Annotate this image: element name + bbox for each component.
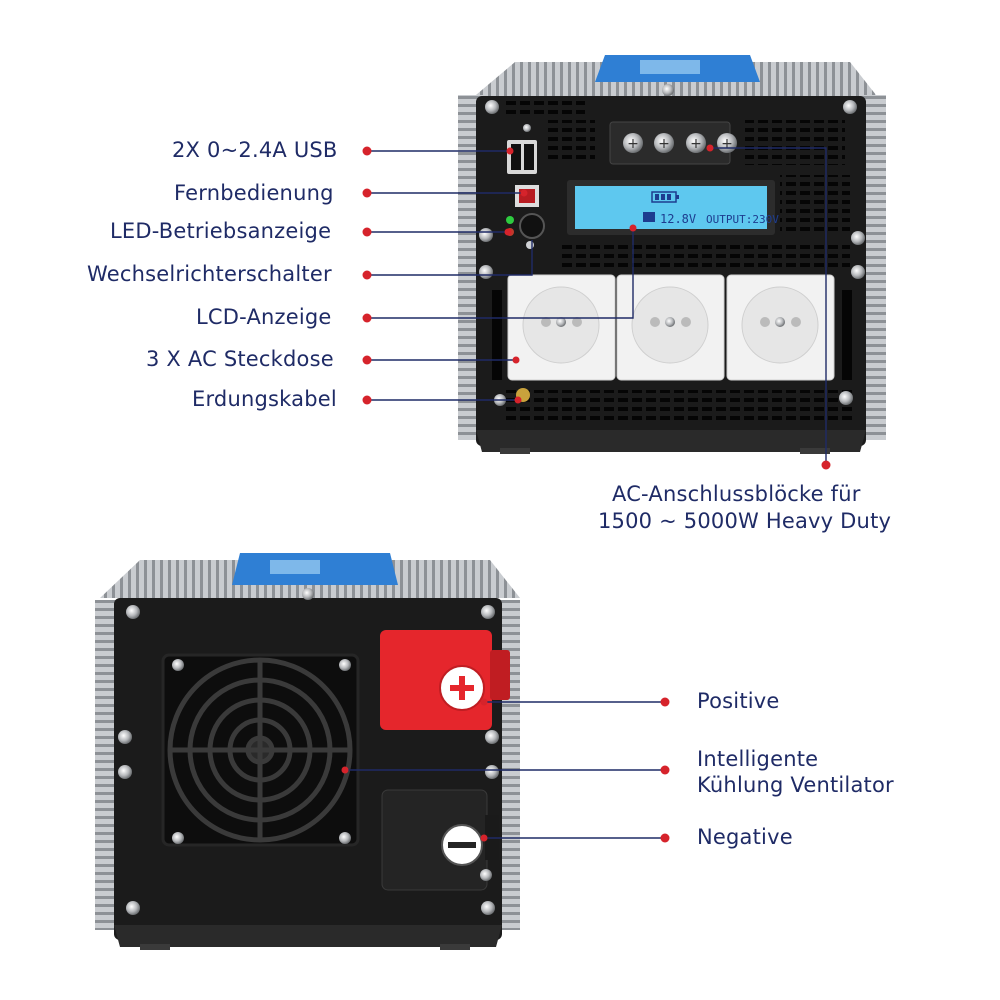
callout-terminal-line2: 1500 ~ 5000W Heavy Duty: [598, 509, 892, 533]
lcd-display: 12.8V OUTPUT:230V: [567, 180, 779, 235]
front-leader-lines: [367, 147, 827, 465]
callout-positive: Positive: [697, 689, 780, 713]
callout-outlets: 3 X AC Steckdose: [146, 347, 334, 371]
callout-usb: 2X 0~2.4A USB: [172, 138, 338, 162]
lcd-voltage-readout: 12.8V: [660, 212, 696, 226]
svg-text:+: +: [721, 136, 733, 152]
callout-fan-line1: Intelligente: [697, 747, 819, 771]
lcd-output-readout: OUTPUT:230V: [706, 213, 779, 226]
callout-switch: Wechselrichterschalter: [87, 262, 332, 286]
status-led: [506, 216, 514, 224]
svg-text:+: +: [658, 136, 670, 152]
usb-ports: [507, 124, 537, 174]
callout-lcd: LCD-Anzeige: [196, 305, 332, 329]
cooling-fan: [161, 653, 360, 847]
callout-led: LED-Betriebsanzeige: [110, 219, 332, 243]
power-switch: [519, 213, 545, 239]
ac-outlets: [507, 274, 835, 381]
negative-terminal: [381, 789, 499, 891]
callout-remote: Fernbedienung: [174, 181, 334, 205]
rear-inverter-unit: [95, 553, 520, 950]
callout-negative: Negative: [697, 825, 793, 849]
rear-leader-dots: [341, 697, 670, 843]
callout-terminal-line1: AC-Anschlussblöcke für: [612, 482, 861, 506]
callout-fan-line2: Kühlung Ventilator: [697, 773, 894, 797]
callout-ground: Erdungskabel: [192, 387, 337, 411]
positive-terminal: [380, 630, 510, 730]
svg-text:+: +: [627, 136, 639, 152]
ac-terminal-block: + + + +: [609, 121, 737, 165]
rear-leader-lines: [345, 701, 665, 839]
front-inverter-unit: + + + +: [458, 55, 886, 454]
front-leader-dots: [362, 144, 831, 470]
svg-text:+: +: [690, 136, 702, 152]
remote-port: [515, 185, 539, 207]
